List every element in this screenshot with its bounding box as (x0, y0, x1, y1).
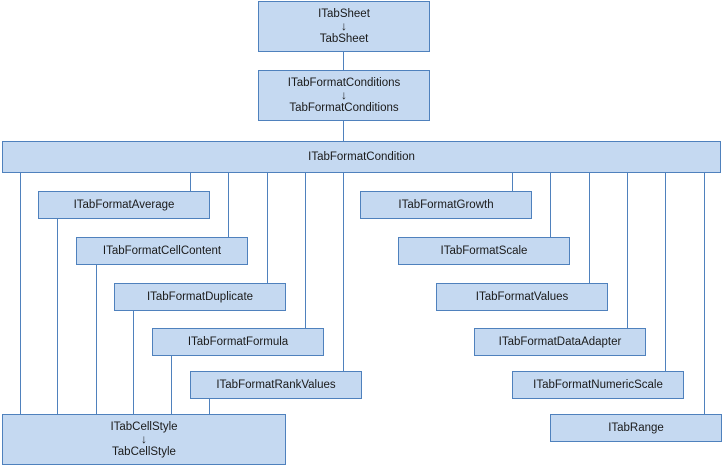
node-tabformatscale[interactable]: ITabFormatScale (398, 237, 570, 265)
connector-rankvalues-to-cellstyle (209, 399, 210, 414)
connector-cond-to-duplicate (267, 173, 268, 283)
node-label-class: TabFormatConditions (289, 102, 399, 114)
arrow-down-icon: ↓ (341, 88, 347, 102)
node-label-interface: ITabFormatRankValues (216, 378, 336, 391)
connector-cond-to-dataadapter (627, 173, 628, 328)
connector-average-to-cellstyle (57, 219, 58, 414)
node-tabformatnumericscale[interactable]: ITabFormatNumericScale (512, 371, 684, 399)
connector-cond-to-values (589, 173, 590, 283)
node-tabrange[interactable]: ITabRange (550, 414, 722, 442)
node-label-interface: ITabRange (608, 421, 664, 434)
connector-condition-to-cellstyle-left (20, 173, 21, 414)
node-tabformatvalues[interactable]: ITabFormatValues (436, 283, 608, 311)
connector-cond-to-rankvalues (343, 173, 344, 371)
node-label-interface: ITabFormatAverage (73, 198, 175, 211)
node-tabformatcellcontent[interactable]: ITabFormatCellContent (76, 237, 248, 265)
node-label-interface: ITabFormatCellContent (102, 244, 222, 257)
node-tabformatdataadapter[interactable]: ITabFormatDataAdapter (474, 328, 646, 356)
node-tabformatconditions[interactable]: ITabFormatConditions↓TabFormatConditions (258, 70, 430, 121)
connector-cond-to-growth (512, 173, 513, 191)
node-label-interface: ITabFormatValues (475, 290, 569, 303)
node-tabformataverage[interactable]: ITabFormatAverage (38, 191, 210, 219)
connector-formula-to-cellstyle (171, 356, 172, 414)
connector-tabsheet-to-conditions (343, 52, 344, 70)
connector-cond-to-cellcontent (228, 173, 229, 237)
connector-conditions-to-condition (343, 121, 344, 141)
connector-cond-to-average (190, 173, 191, 191)
connector-cond-to-formula (305, 173, 306, 328)
node-label-interface: ITabFormatGrowth (398, 198, 494, 211)
node-label-interface: ITabFormatConditions (287, 76, 401, 89)
node-tabformatrankvalues[interactable]: ITabFormatRankValues (190, 371, 362, 399)
node-label-interface: ITabSheet (318, 7, 370, 20)
node-tabformatgrowth[interactable]: ITabFormatGrowth (360, 191, 532, 219)
node-tabformatcondition[interactable]: ITabFormatCondition (2, 141, 721, 173)
connector-cond-to-tabrange (704, 173, 705, 414)
connector-cond-to-scale (550, 173, 551, 237)
arrow-down-icon: ↓ (341, 19, 347, 33)
connector-cond-to-numericscale (665, 173, 666, 371)
arrow-down-icon: ↓ (141, 432, 147, 446)
node-label-class: TabSheet (319, 33, 369, 45)
connector-cellcontent-to-cellstyle (96, 265, 97, 414)
node-label-interface: ITabFormatScale (440, 244, 528, 257)
connector-duplicate-to-cellstyle (133, 311, 134, 414)
node-label-interface: ITabFormatNumericScale (533, 378, 663, 391)
node-label-interface: ITabCellStyle (110, 420, 178, 433)
node-label-interface: ITabFormatFormula (187, 335, 289, 348)
node-label-interface: ITabFormatDuplicate (146, 290, 254, 303)
node-tabformatduplicate[interactable]: ITabFormatDuplicate (114, 283, 286, 311)
node-label-class: TabCellStyle (112, 446, 176, 458)
node-tabformatformula[interactable]: ITabFormatFormula (152, 328, 324, 356)
node-label-interface: ITabFormatDataAdapter (498, 335, 622, 348)
node-tabcellstyle[interactable]: ITabCellStyle↓TabCellStyle (2, 414, 286, 465)
node-label-interface: ITabFormatCondition (308, 150, 415, 163)
node-tabsheet[interactable]: ITabSheet↓TabSheet (258, 1, 430, 52)
